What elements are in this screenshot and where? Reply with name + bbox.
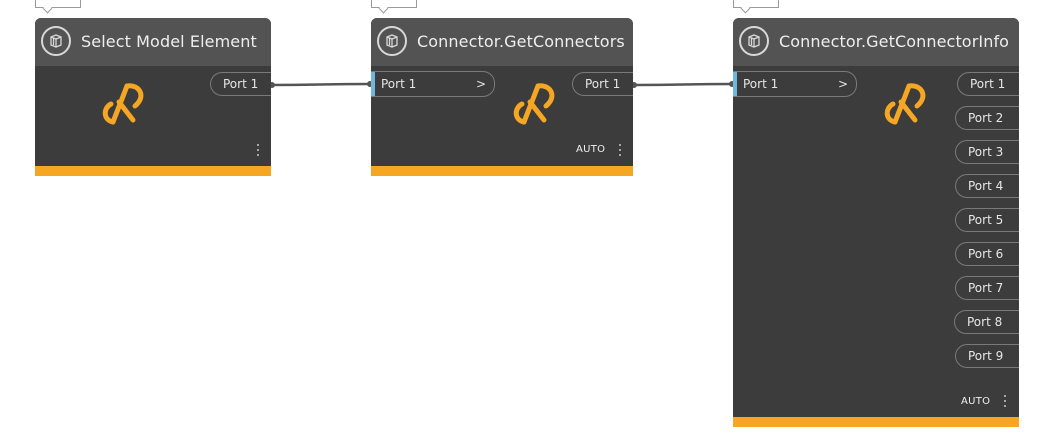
output-port[interactable]: Port 5 xyxy=(955,208,1019,232)
dynamo-node-icon xyxy=(884,83,926,125)
output-port[interactable]: Port 1 xyxy=(572,72,633,96)
input-port-marker xyxy=(733,72,737,96)
node-status-bar xyxy=(35,166,271,176)
dynamo-node-icon xyxy=(102,83,144,125)
package-icon xyxy=(41,26,71,56)
lacing-indicator[interactable]: AUTO xyxy=(961,396,991,407)
node-header[interactable]: Select Model Element xyxy=(35,18,271,66)
output-port[interactable]: Port 3 xyxy=(955,140,1019,164)
node-status-bar xyxy=(371,166,633,176)
wire-2[interactable] xyxy=(632,82,734,87)
chevron-right-icon[interactable]: > xyxy=(475,77,486,91)
node-menu-icon[interactable] xyxy=(1003,395,1007,409)
node-menu-icon[interactable] xyxy=(618,144,622,158)
node-title: Connector.GetConnectorInfo xyxy=(779,32,1010,51)
node-connector-getconnectorinfo[interactable]: Connector.GetConnectorInfo Port 1 > Port… xyxy=(733,18,1019,427)
node-header[interactable]: Connector.GetConnectorInfo xyxy=(733,18,1019,66)
input-port[interactable]: Port 1 > xyxy=(371,71,495,97)
dynamo-node-icon xyxy=(513,83,555,125)
input-port-marker xyxy=(371,72,375,96)
output-port[interactable]: Port 1 xyxy=(210,72,271,96)
node-connector-getconnectors[interactable]: Connector.GetConnectors Port 1 > Port 1 … xyxy=(371,18,633,176)
node-title: Connector.GetConnectors xyxy=(417,32,625,51)
input-port[interactable]: Port 1 > xyxy=(733,71,857,97)
node-status-bar xyxy=(733,417,1019,427)
output-port[interactable]: Port 7 xyxy=(955,276,1019,300)
wire-1[interactable] xyxy=(270,82,372,87)
output-port[interactable]: Port 9 xyxy=(955,344,1019,368)
node-preview-tag[interactable] xyxy=(733,0,779,8)
output-port[interactable]: Port 2 xyxy=(955,106,1019,130)
node-title: Select Model Element xyxy=(81,32,257,51)
node-preview-tag[interactable] xyxy=(35,0,81,8)
lacing-indicator[interactable]: AUTO xyxy=(576,144,606,155)
input-port-label: Port 1 xyxy=(743,77,779,91)
output-port[interactable]: Port 4 xyxy=(955,174,1019,198)
package-icon xyxy=(739,26,769,56)
output-port[interactable]: Port 1 xyxy=(957,72,1019,96)
node-select-model-element[interactable]: Select Model Element Port 1 xyxy=(35,18,271,176)
output-port[interactable]: Port 8 xyxy=(954,310,1019,334)
node-menu-icon[interactable] xyxy=(256,144,260,158)
node-header[interactable]: Connector.GetConnectors xyxy=(371,18,633,66)
input-port-label: Port 1 xyxy=(381,77,417,91)
chevron-right-icon[interactable]: > xyxy=(837,77,848,91)
node-preview-tag[interactable] xyxy=(371,0,417,8)
output-port[interactable]: Port 6 xyxy=(955,242,1019,266)
package-icon xyxy=(377,26,407,56)
